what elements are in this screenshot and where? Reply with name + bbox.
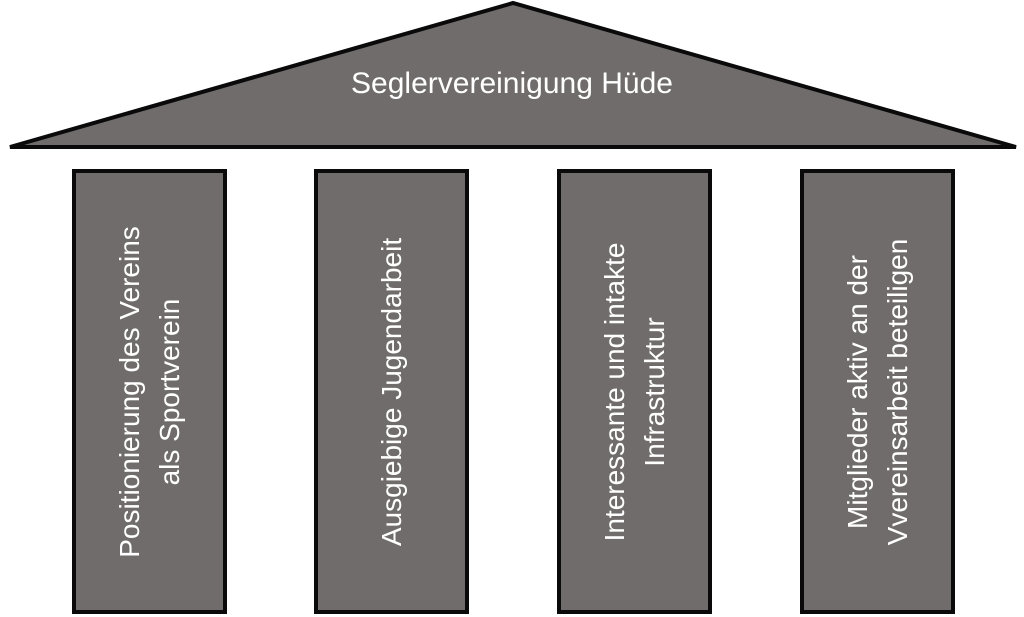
pillar-jugendarbeit: Ausgiebige Jugendarbeit (314, 169, 469, 614)
roof (9, 0, 1017, 149)
pillar-label: Ausgiebige Jugendarbeit (375, 237, 407, 546)
pillar-label: Positionierung des Vereins als Sportvere… (113, 225, 185, 558)
pillar-label: Interessante und intakte Infrastruktur (598, 242, 670, 541)
pillar-infrastruktur: Interessante und intakte Infrastruktur (557, 169, 712, 614)
pillar-mitglieder: Mitglieder aktiv an der Vvereinsarbeit b… (800, 169, 955, 614)
roof-triangle (9, 0, 1017, 149)
pillar-label: Mitglieder aktiv an der Vvereinsarbeit b… (841, 238, 913, 545)
pillar-positionierung: Positionierung des Vereins als Sportvere… (72, 169, 227, 614)
roof-title: Seglervereinigung Hüde (351, 67, 673, 100)
